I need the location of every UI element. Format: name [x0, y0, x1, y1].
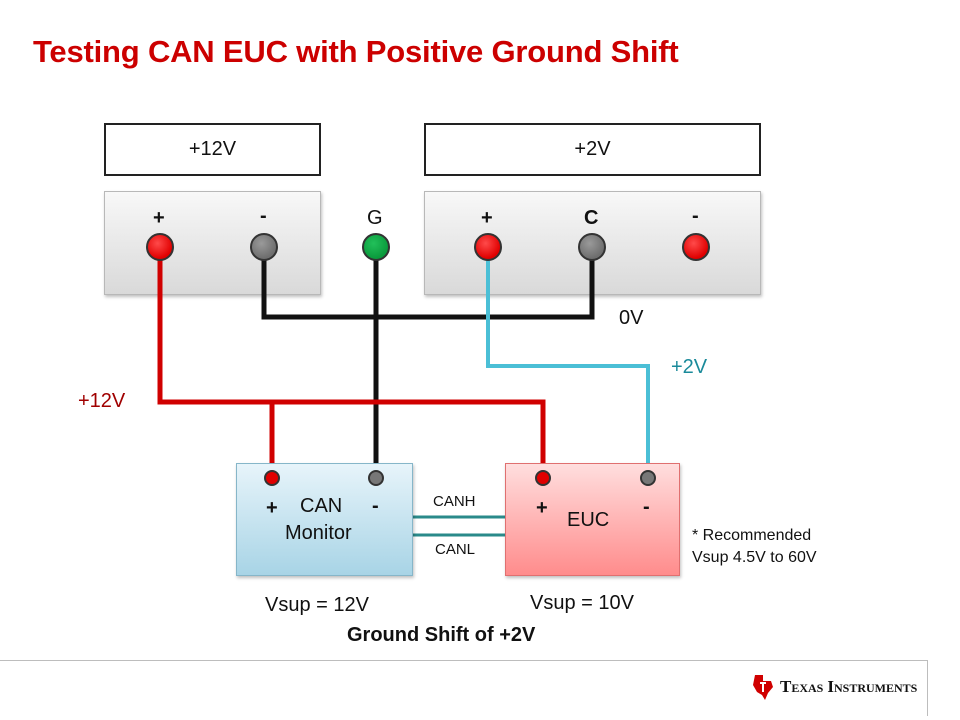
logo-word-nstruments: NSTRUMENTS — [833, 681, 918, 695]
supply-12v-plus-terminal — [146, 233, 174, 261]
plus-2v-net-label: +2V — [671, 356, 708, 378]
canh-label: CANH — [433, 493, 476, 510]
supply-12v-body — [104, 191, 321, 295]
euc-plus-label: + — [536, 497, 548, 519]
supply-2v-common-terminal — [578, 233, 606, 261]
wire-2v — [486, 248, 650, 478]
slide-title: Testing CAN EUC with Positive Ground Shi… — [33, 34, 679, 69]
recommended-note-line1: * Recommended — [692, 527, 812, 544]
logo-letter-i: I — [827, 677, 834, 696]
ground-terminal — [362, 233, 390, 261]
supply-2v-plus-label: + — [481, 207, 493, 229]
supply-12v-plus-label: + — [153, 207, 165, 229]
can-monitor-plus-pin — [264, 470, 280, 486]
ground-label: G — [367, 207, 383, 229]
ti-state-icon — [753, 675, 773, 700]
supply-12v-minus-terminal — [250, 233, 278, 261]
euc-minus-pin — [640, 470, 656, 486]
wire-12v — [157, 248, 275, 478]
euc-plus-pin — [535, 470, 551, 486]
supply-2v-minus-terminal — [682, 233, 710, 261]
logo-word-exas: EXAS — [791, 681, 824, 695]
supply-2v-voltage-box: +2V — [424, 123, 761, 176]
zero-volt-label: 0V — [619, 307, 644, 329]
can-monitor-plus-label: + — [266, 497, 278, 519]
supply-12v-minus-label: - — [260, 205, 267, 227]
wire-12v-to-euc — [272, 399, 546, 478]
canl-label: CANL — [435, 541, 476, 558]
ground-wire-supplies — [261, 248, 595, 320]
can-monitor-name-line1: CAN — [300, 495, 343, 517]
plus-12v-net-label: +12V — [78, 390, 126, 412]
supply-2v-plus-terminal — [474, 233, 502, 261]
supply-2v-common-label: C — [584, 207, 599, 229]
can-monitor-vsup-label: Vsup = 12V — [265, 594, 369, 616]
can-monitor-name-line2: Monitor — [285, 522, 352, 544]
euc-name: EUC — [567, 509, 610, 531]
can-monitor-minus-label: - — [372, 495, 379, 517]
supply-12v-voltage-box: +12V — [104, 123, 321, 176]
can-monitor-minus-pin — [368, 470, 384, 486]
logo-letter-t: T — [780, 677, 792, 696]
recommended-note-line2: Vsup 4.5V to 60V — [692, 549, 817, 566]
texas-instruments-logo: TEXAS INSTRUMENTS — [751, 672, 917, 702]
euc-vsup-label: Vsup = 10V — [530, 592, 634, 614]
slide-footer — [0, 660, 928, 716]
euc-minus-label: - — [643, 496, 650, 518]
supply-2v-minus-label: - — [692, 205, 699, 227]
ground-shift-caption: Ground Shift of +2V — [347, 624, 536, 646]
can-monitor-device — [236, 463, 413, 576]
